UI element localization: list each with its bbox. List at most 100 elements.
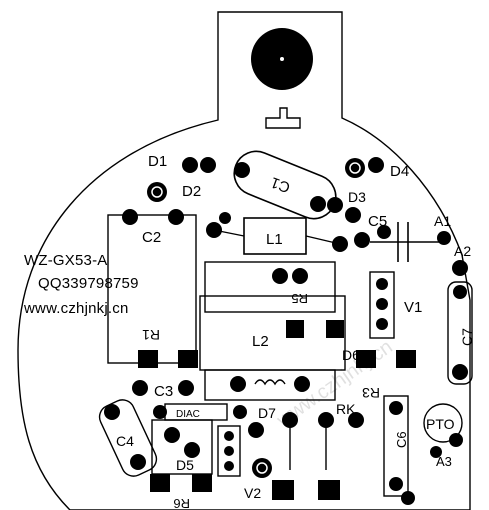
diac-pad-a [153,405,167,419]
pto-pad [449,433,463,447]
l1-pad-c [354,232,370,248]
d2-pad-ring [151,186,163,198]
label-c7: C7 [459,328,475,346]
v2-pad-c [224,461,234,471]
watermark: www.czhjnkj.cn [272,336,397,432]
board-outline [17,11,471,510]
a3-pad [430,446,442,458]
d6-pad-a [356,350,376,368]
c7-pad-b [452,364,468,380]
l2-coil [254,379,286,386]
d7-pad-a [248,422,264,438]
v1-pad-b [376,298,388,310]
r5-pad-b [326,320,344,338]
v1-pad-c [376,318,388,330]
board-model: WZ-GX53-A [24,252,108,269]
bottom-pad-a [272,480,294,500]
tab-mark [265,107,301,129]
c5-pad [377,225,391,239]
r6-pad-b [192,474,212,492]
mounting-hole-center [280,57,284,61]
v2-pad-b [224,446,234,456]
d1-pad [182,157,198,173]
label-c2: C2 [142,229,161,246]
label-c1: C1 [269,173,293,196]
d3-pad-ring [349,162,361,174]
c2-pad-b [168,209,184,225]
d1-pad-b [200,157,216,173]
board-qq: QQ339798759 [38,275,139,292]
board-website: www.czhjnkj.cn [24,300,129,317]
l2-pad-b [292,268,308,284]
label-a3: A3 [436,454,452,469]
l1-pad-b [332,236,348,252]
a1-pad [437,231,451,245]
l1-pad-d [219,212,231,224]
label-l1: L1 [266,231,283,248]
bottom-pad-b [318,480,340,500]
l2-outline-top [204,261,336,313]
label-c6: C6 [394,431,409,448]
label-a2: A2 [454,243,471,259]
label-v1: V1 [404,299,422,316]
rk-pad-b [348,412,364,428]
c4-outline [98,399,158,477]
c2-pad-a [122,209,138,225]
diac-pad-b [233,405,247,419]
d2-pad [147,182,167,202]
label-r5: R5 [291,291,308,306]
bottom-pad-c [401,491,415,505]
c4-pad-a [104,404,120,420]
label-d3: D3 [348,189,366,205]
label-d6: D6 [342,347,360,363]
l2-pad-d [294,376,310,392]
label-l2: L2 [252,333,269,350]
v2-big-pad [252,458,272,478]
r5-pad-a [286,320,304,338]
label-a1: A1 [434,213,451,229]
d5-outline [151,419,213,475]
l2-pad-a [272,268,288,284]
d6-pad-b [396,350,416,368]
label-r6: R6 [173,496,190,510]
c6-pad-b [389,477,403,491]
l2-outline-main [199,295,346,371]
l2-outline-bottom [204,369,336,401]
label-pto: PTO [426,416,455,432]
r6-pad-a [150,474,170,492]
label-r3: R3 [362,385,380,401]
d3-pad [345,158,365,178]
c1-pad-a [234,162,250,178]
label-d2: D2 [182,183,201,200]
v2-big-pad-ring [256,462,268,474]
label-v2: V2 [244,485,261,501]
v2-pad-a [224,431,234,441]
d5-pad-a [164,427,180,443]
c6-outline [383,395,409,497]
c4-pad-b [130,454,146,470]
r1-pad-b [178,350,198,368]
d5-pad-b [184,442,200,458]
v2-outline [217,425,241,477]
label-d4: D4 [390,163,409,180]
d3-pad-b [327,197,343,213]
c3-pad-a [132,380,148,396]
label-diac: DIAC [176,409,200,420]
c7-pad-a [453,285,467,299]
c6-pad-a [389,401,403,415]
c3-pad-b [178,380,194,396]
label-c3: C3 [154,383,173,400]
label-c5: C5 [368,213,387,230]
label-c4: C4 [116,433,134,449]
label-d5: D5 [176,457,194,473]
c1-pad-b [310,196,326,212]
label-r1: R1 [142,327,160,343]
label-d7: D7 [258,405,276,421]
v1-outline [369,271,395,339]
a2-pad [452,260,468,276]
pto-outline [423,403,463,443]
r1-pad-a [138,350,158,368]
c7-outline [447,281,473,385]
v1-pad-a [376,278,388,290]
